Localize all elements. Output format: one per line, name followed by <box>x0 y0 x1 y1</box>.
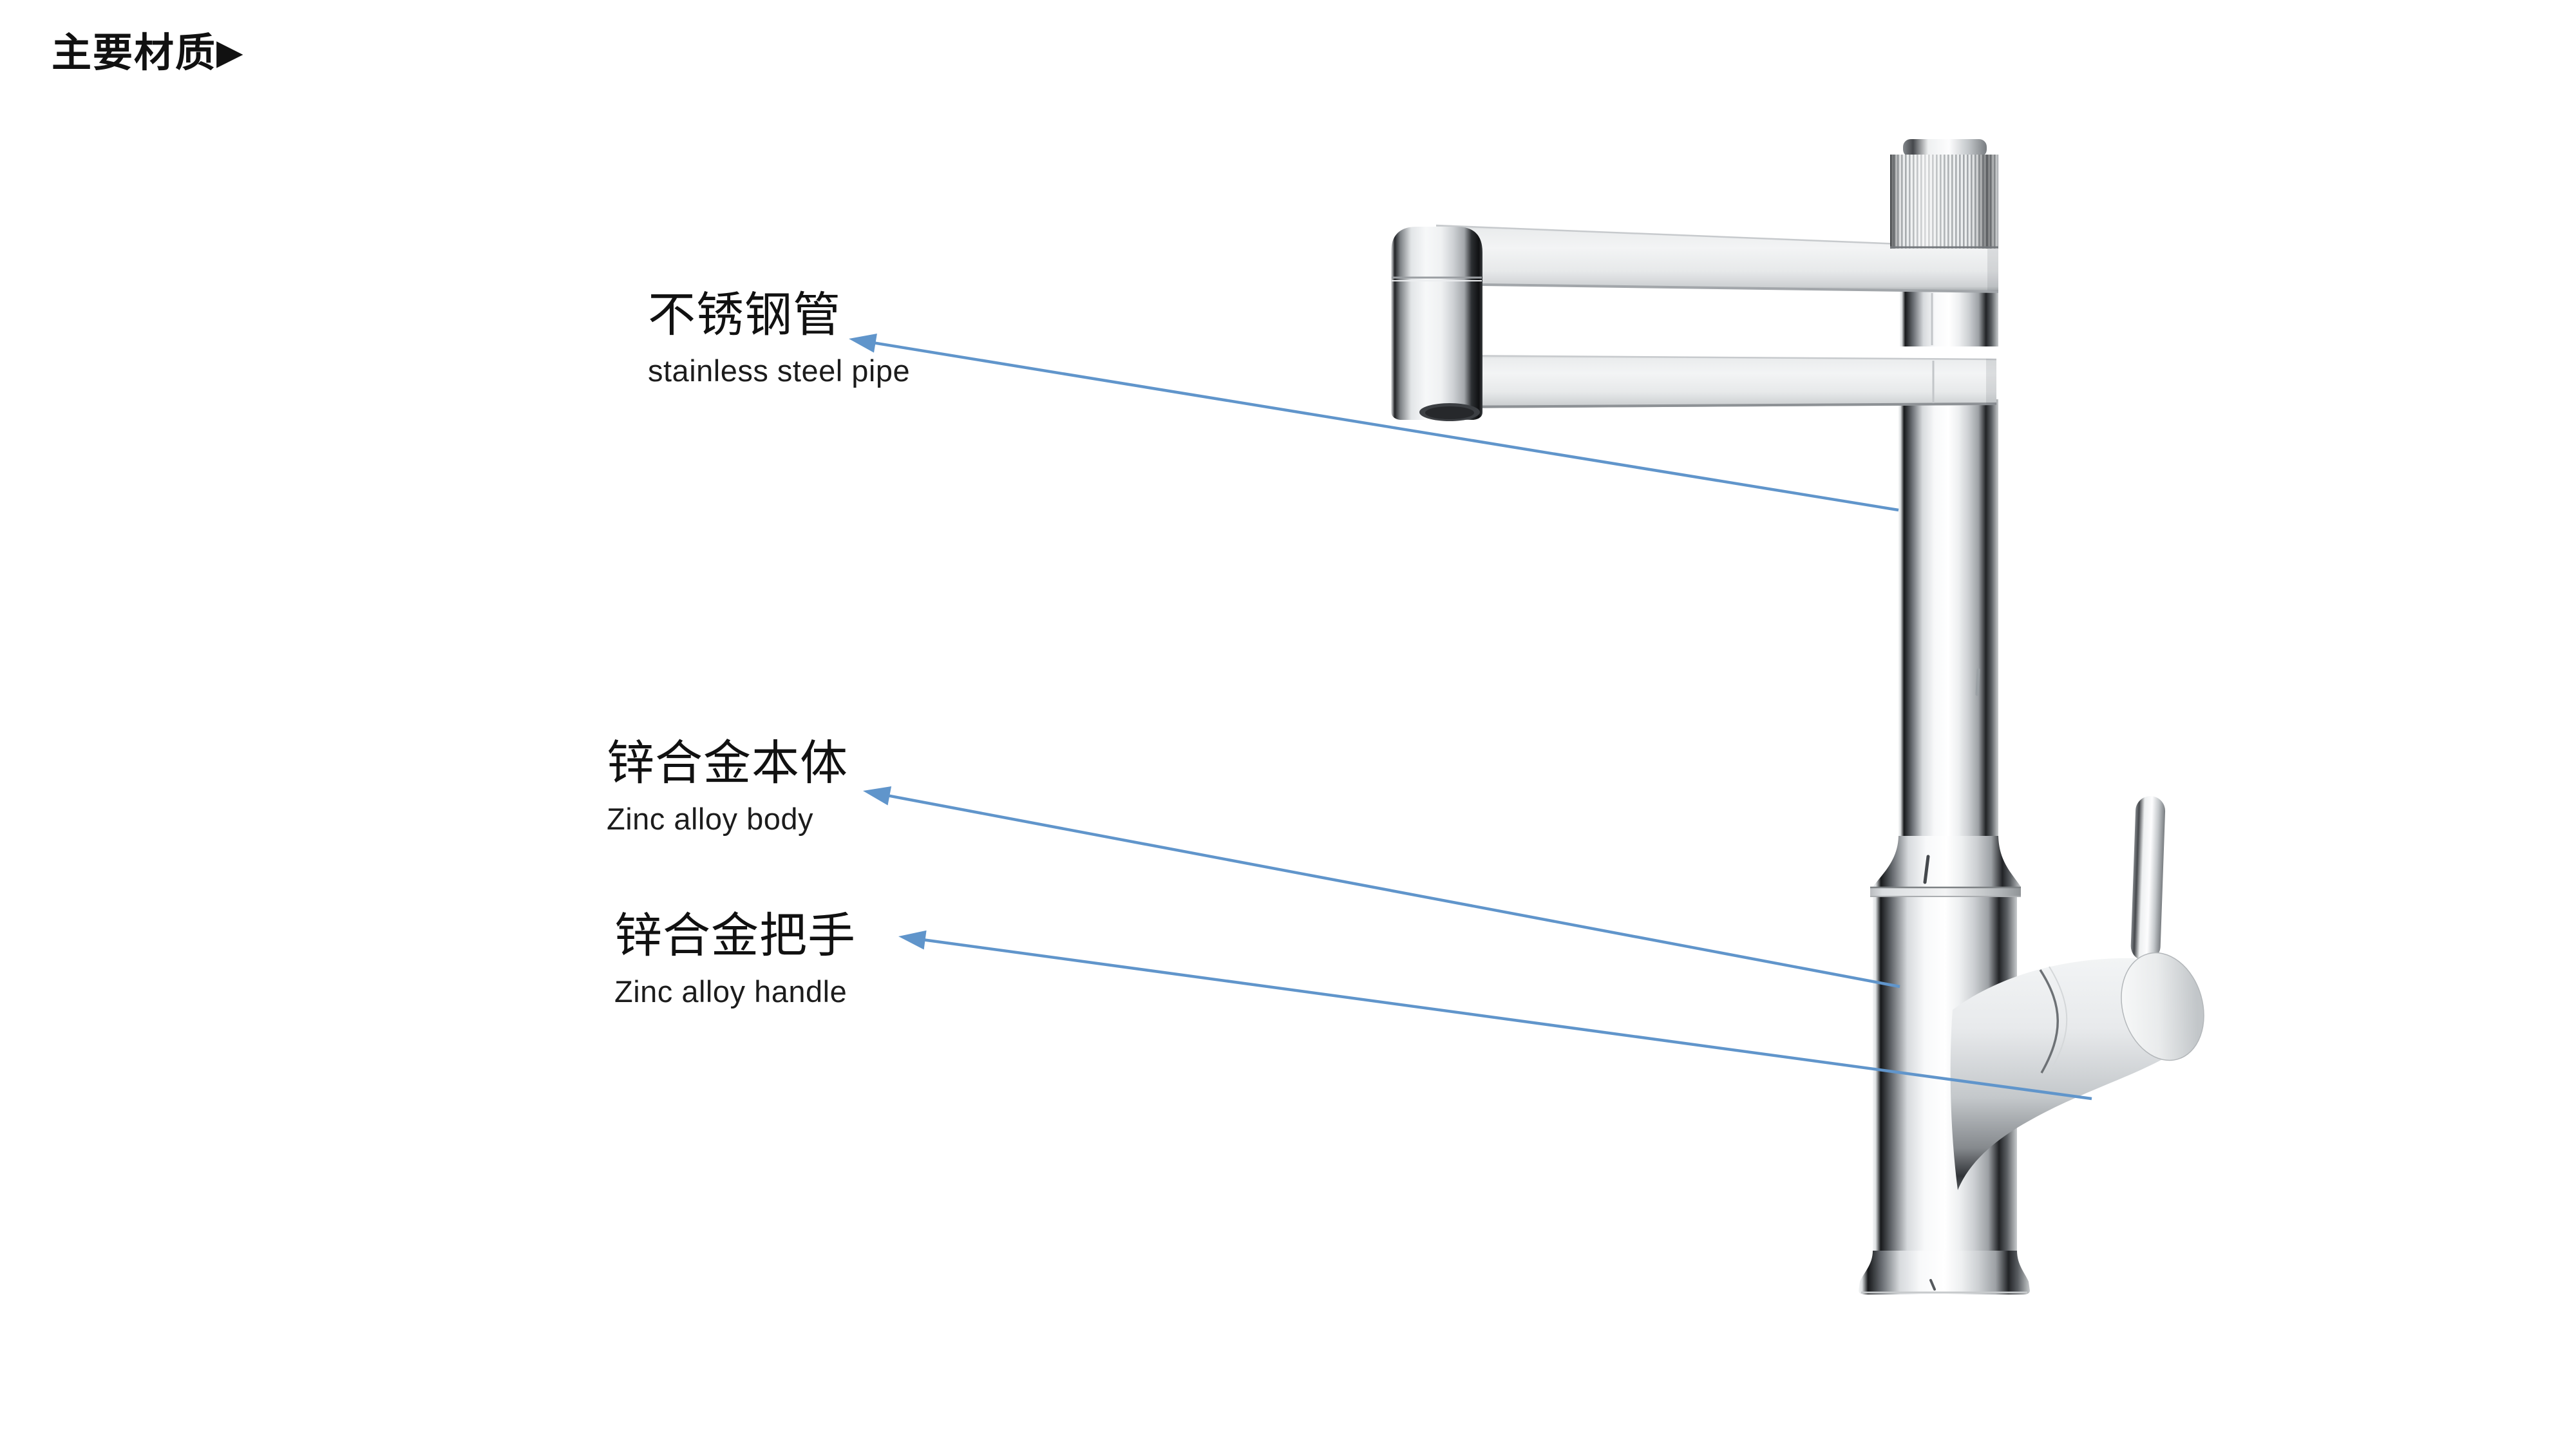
callout-pipe-en: stainless steel pipe <box>648 354 911 388</box>
callout-handle-en: Zinc alloy handle <box>614 974 848 1009</box>
body-trumpet-base <box>1859 1251 2030 1294</box>
upper-arm-bar <box>1436 225 1998 291</box>
arrowhead-body-icon <box>863 786 892 806</box>
faucet-swivel-joint <box>1900 283 1998 346</box>
hub-seam-light <box>2049 966 2068 1071</box>
callout-pipe: 不锈钢管 stainless steel pipe <box>648 291 910 386</box>
upper-arm-end-face <box>1987 247 1998 291</box>
lower-arm-top-edge <box>1439 354 1997 361</box>
knob-cap <box>1903 139 1987 157</box>
joint-cylinder <box>1900 283 1998 346</box>
page-title: 主要材质▶ <box>52 30 245 77</box>
callout-handle-zh: 锌合金把手 <box>614 909 856 962</box>
arrow-line-body <box>882 793 1900 989</box>
hub-seam-dark <box>2039 969 2059 1074</box>
callout-body-en: Zinc alloy body <box>607 802 813 836</box>
callout-arrows <box>849 334 2092 1101</box>
faucet-handle <box>1950 796 2204 1190</box>
handle-hub-face <box>2121 952 2204 1061</box>
pipe-reflection <box>1975 668 1980 696</box>
callout-handle: 锌合金把手 Zinc alloy handle <box>614 912 856 1007</box>
arrowhead-handle-icon <box>898 930 927 950</box>
body-collar-ring <box>1870 887 2021 897</box>
page-title-text: 主要材质 <box>52 31 217 75</box>
faucet-top-knob <box>1890 139 1998 249</box>
faucet-illustration <box>1391 139 2204 1294</box>
pipe-cylinder <box>1899 399 1998 836</box>
faucet-spout <box>1391 227 1482 421</box>
upper-arm-bottom-edge <box>1482 283 1999 293</box>
base-reflection <box>1929 1279 1936 1291</box>
callout-body: 锌合金本体 Zinc alloy body <box>607 736 848 836</box>
faucet-lower-arm <box>1439 354 1997 408</box>
arrow-line-pipe <box>867 340 1899 512</box>
knob-shading <box>1890 155 1998 249</box>
bell-reflection <box>1923 855 1930 884</box>
arrow-line-handle <box>917 937 2092 1101</box>
aerator-mesh <box>1425 406 1474 419</box>
body-bell <box>1873 836 2021 887</box>
spout-cylinder <box>1391 227 1482 420</box>
callout-pipe-zh: 不锈钢管 <box>648 288 841 341</box>
arrowhead-pipe-icon <box>849 334 877 353</box>
title-pointer-icon: ▶ <box>216 33 245 71</box>
handle-lever-rod <box>2130 796 2166 961</box>
lower-arm-end-face <box>1986 359 1996 404</box>
faucet-pipe <box>1899 399 1998 836</box>
callout-body-zh: 锌合金本体 <box>607 736 848 790</box>
lower-arm-bar <box>1439 355 1996 408</box>
lower-arm-bottom-edge <box>1439 402 1997 408</box>
